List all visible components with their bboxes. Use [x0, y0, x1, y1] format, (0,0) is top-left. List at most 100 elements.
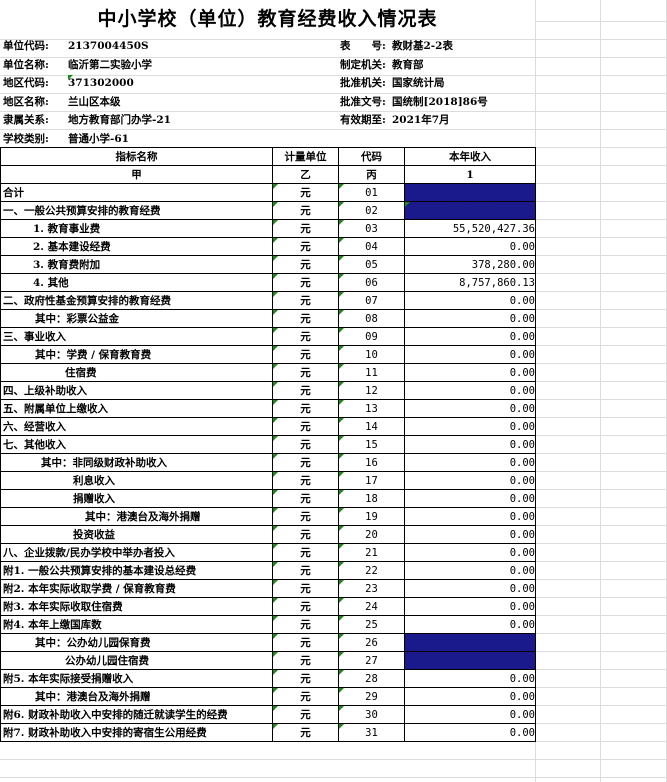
indicator-name-cell[interactable]: 附5. 本年实际接受捐赠收入: [0, 669, 273, 688]
income-value-cell[interactable]: 0.00: [404, 723, 536, 742]
unit-cell[interactable]: 元: [272, 579, 339, 598]
income-value-cell[interactable]: 0.00: [404, 381, 536, 400]
unit-cell[interactable]: 元: [272, 489, 339, 508]
unit-cell[interactable]: 元: [272, 219, 339, 238]
code-cell[interactable]: 29: [338, 687, 405, 706]
income-value-cell[interactable]: 0.00: [404, 363, 536, 382]
code-cell[interactable]: 09: [338, 327, 405, 346]
indicator-name-cell[interactable]: 3. 教育费附加: [0, 255, 273, 274]
meta-label[interactable]: 有效期至:: [340, 114, 386, 126]
unit-cell[interactable]: 元: [272, 633, 339, 652]
meta-value[interactable]: 教财基2-2表: [392, 40, 453, 52]
meta-value[interactable]: 临沂第二实验小学: [68, 58, 152, 71]
unit-cell[interactable]: 元: [272, 543, 339, 562]
subheader-code[interactable]: 丙: [338, 165, 405, 184]
unit-cell[interactable]: 元: [272, 723, 339, 742]
unit-cell[interactable]: 元: [272, 561, 339, 580]
meta-label[interactable]: 单位代码:: [3, 40, 49, 52]
income-value-cell[interactable]: 0.00: [404, 489, 536, 508]
code-cell[interactable]: 05: [338, 255, 405, 274]
unit-cell[interactable]: 元: [272, 471, 339, 490]
income-value-cell[interactable]: 0.00: [404, 327, 536, 346]
meta-label[interactable]: 隶属关系:: [3, 114, 49, 126]
indicator-name-cell[interactable]: 附7. 财政补助收入中安排的寄宿生公用经费: [0, 723, 273, 742]
meta-value[interactable]: 2137004450S: [68, 40, 149, 52]
income-value-cell[interactable]: 0.00: [404, 507, 536, 526]
indicator-name-cell[interactable]: 二、政府性基金预算安排的教育经费: [0, 291, 273, 310]
code-cell[interactable]: 26: [338, 633, 405, 652]
income-value-cell[interactable]: 0.00: [404, 435, 536, 454]
indicator-name-cell[interactable]: 其中：港澳台及海外捐赠: [0, 507, 273, 526]
code-cell[interactable]: 23: [338, 579, 405, 598]
indicator-name-cell[interactable]: 八、企业拨款/民办学校中举办者投入: [0, 543, 273, 562]
meta-value[interactable]: 国统制[2018]86号: [392, 95, 488, 108]
meta-label[interactable]: 地区名称:: [3, 95, 49, 108]
income-value-cell[interactable]: 378,280.00: [404, 255, 536, 274]
meta-label[interactable]: 地区代码:: [3, 77, 49, 89]
income-value-cell[interactable]: 0.00: [404, 345, 536, 364]
income-value-cell[interactable]: 0.00: [404, 561, 536, 580]
meta-label[interactable]: 学校类别:: [3, 132, 49, 145]
indicator-name-cell[interactable]: 三、事业收入: [0, 327, 273, 346]
code-cell[interactable]: 14: [338, 417, 405, 436]
unit-cell[interactable]: 元: [272, 183, 339, 202]
code-cell[interactable]: 19: [338, 507, 405, 526]
unit-cell[interactable]: 元: [272, 345, 339, 364]
meta-value[interactable]: 国家统计局: [392, 77, 445, 89]
indicator-name-cell[interactable]: 七、其他收入: [0, 435, 273, 454]
code-cell[interactable]: 06: [338, 273, 405, 292]
header-unit[interactable]: 计量单位: [272, 147, 339, 166]
code-cell[interactable]: 21: [338, 543, 405, 562]
indicator-name-cell[interactable]: 其中：学费 / 保育教育费: [0, 345, 273, 364]
indicator-name-cell[interactable]: 投资收益: [0, 525, 273, 544]
indicator-name-cell[interactable]: 2. 基本建设经费: [0, 237, 273, 256]
indicator-name-cell[interactable]: 一、一般公共预算安排的教育经费: [0, 201, 273, 220]
income-value-cell[interactable]: 0.00: [404, 453, 536, 472]
unit-cell[interactable]: 元: [272, 309, 339, 328]
indicator-name-cell[interactable]: 附4. 本年上缴国库数: [0, 615, 273, 634]
code-cell[interactable]: 25: [338, 615, 405, 634]
income-value-cell[interactable]: 0.00: [404, 309, 536, 328]
code-cell[interactable]: 16: [338, 453, 405, 472]
meta-value[interactable]: 教育部: [392, 58, 424, 71]
meta-value[interactable]: 兰山区本级: [68, 95, 121, 108]
unit-cell[interactable]: 元: [272, 273, 339, 292]
indicator-name-cell[interactable]: 四、上级补助收入: [0, 381, 273, 400]
meta-label[interactable]: 单位名称:: [3, 58, 49, 71]
indicator-name-cell[interactable]: 合计: [0, 183, 273, 202]
indicator-name-cell[interactable]: 附3. 本年实际收取住宿费: [0, 597, 273, 616]
income-value-cell[interactable]: 65,506,407.49: [404, 183, 536, 202]
meta-label[interactable]: 批准机关:: [340, 77, 386, 89]
indicator-name-cell[interactable]: 1. 教育事业费: [0, 219, 273, 238]
meta-label[interactable]: 制定机关:: [340, 58, 386, 71]
unit-cell[interactable]: 元: [272, 399, 339, 418]
meta-value[interactable]: 2021年7月: [392, 114, 450, 126]
code-cell[interactable]: 12: [338, 381, 405, 400]
indicator-name-cell[interactable]: 住宿费: [0, 363, 273, 382]
subheader-value[interactable]: 1: [404, 165, 536, 184]
code-cell[interactable]: 11: [338, 363, 405, 382]
code-cell[interactable]: 10: [338, 345, 405, 364]
unit-cell[interactable]: 元: [272, 291, 339, 310]
meta-label[interactable]: 批准文号:: [340, 95, 386, 108]
subheader-name[interactable]: 甲: [0, 165, 273, 184]
meta-value[interactable]: 371302000: [68, 77, 134, 89]
header-code[interactable]: 代码: [338, 147, 405, 166]
code-cell[interactable]: 13: [338, 399, 405, 418]
code-cell[interactable]: 03: [338, 219, 405, 238]
subheader-unit[interactable]: 乙: [272, 165, 339, 184]
unit-cell[interactable]: 元: [272, 237, 339, 256]
indicator-name-cell[interactable]: 附6. 财政补助收入中安排的随迁就读学生的经费: [0, 705, 273, 724]
income-value-cell[interactable]: 0.00: [404, 597, 536, 616]
code-cell[interactable]: 31: [338, 723, 405, 742]
income-value-cell[interactable]: 0.00: [404, 633, 536, 652]
indicator-name-cell[interactable]: 附2. 本年实际收取学费 / 保育教育费: [0, 579, 273, 598]
income-value-cell[interactable]: 0.00: [404, 615, 536, 634]
income-value-cell[interactable]: 0.00: [404, 291, 536, 310]
meta-value[interactable]: 地方教育部门办学-21: [68, 114, 171, 126]
unit-cell[interactable]: 元: [272, 669, 339, 688]
code-cell[interactable]: 24: [338, 597, 405, 616]
code-cell[interactable]: 02: [338, 201, 405, 220]
income-value-cell[interactable]: 0.00: [404, 579, 536, 598]
income-value-cell[interactable]: 0.00: [404, 543, 536, 562]
